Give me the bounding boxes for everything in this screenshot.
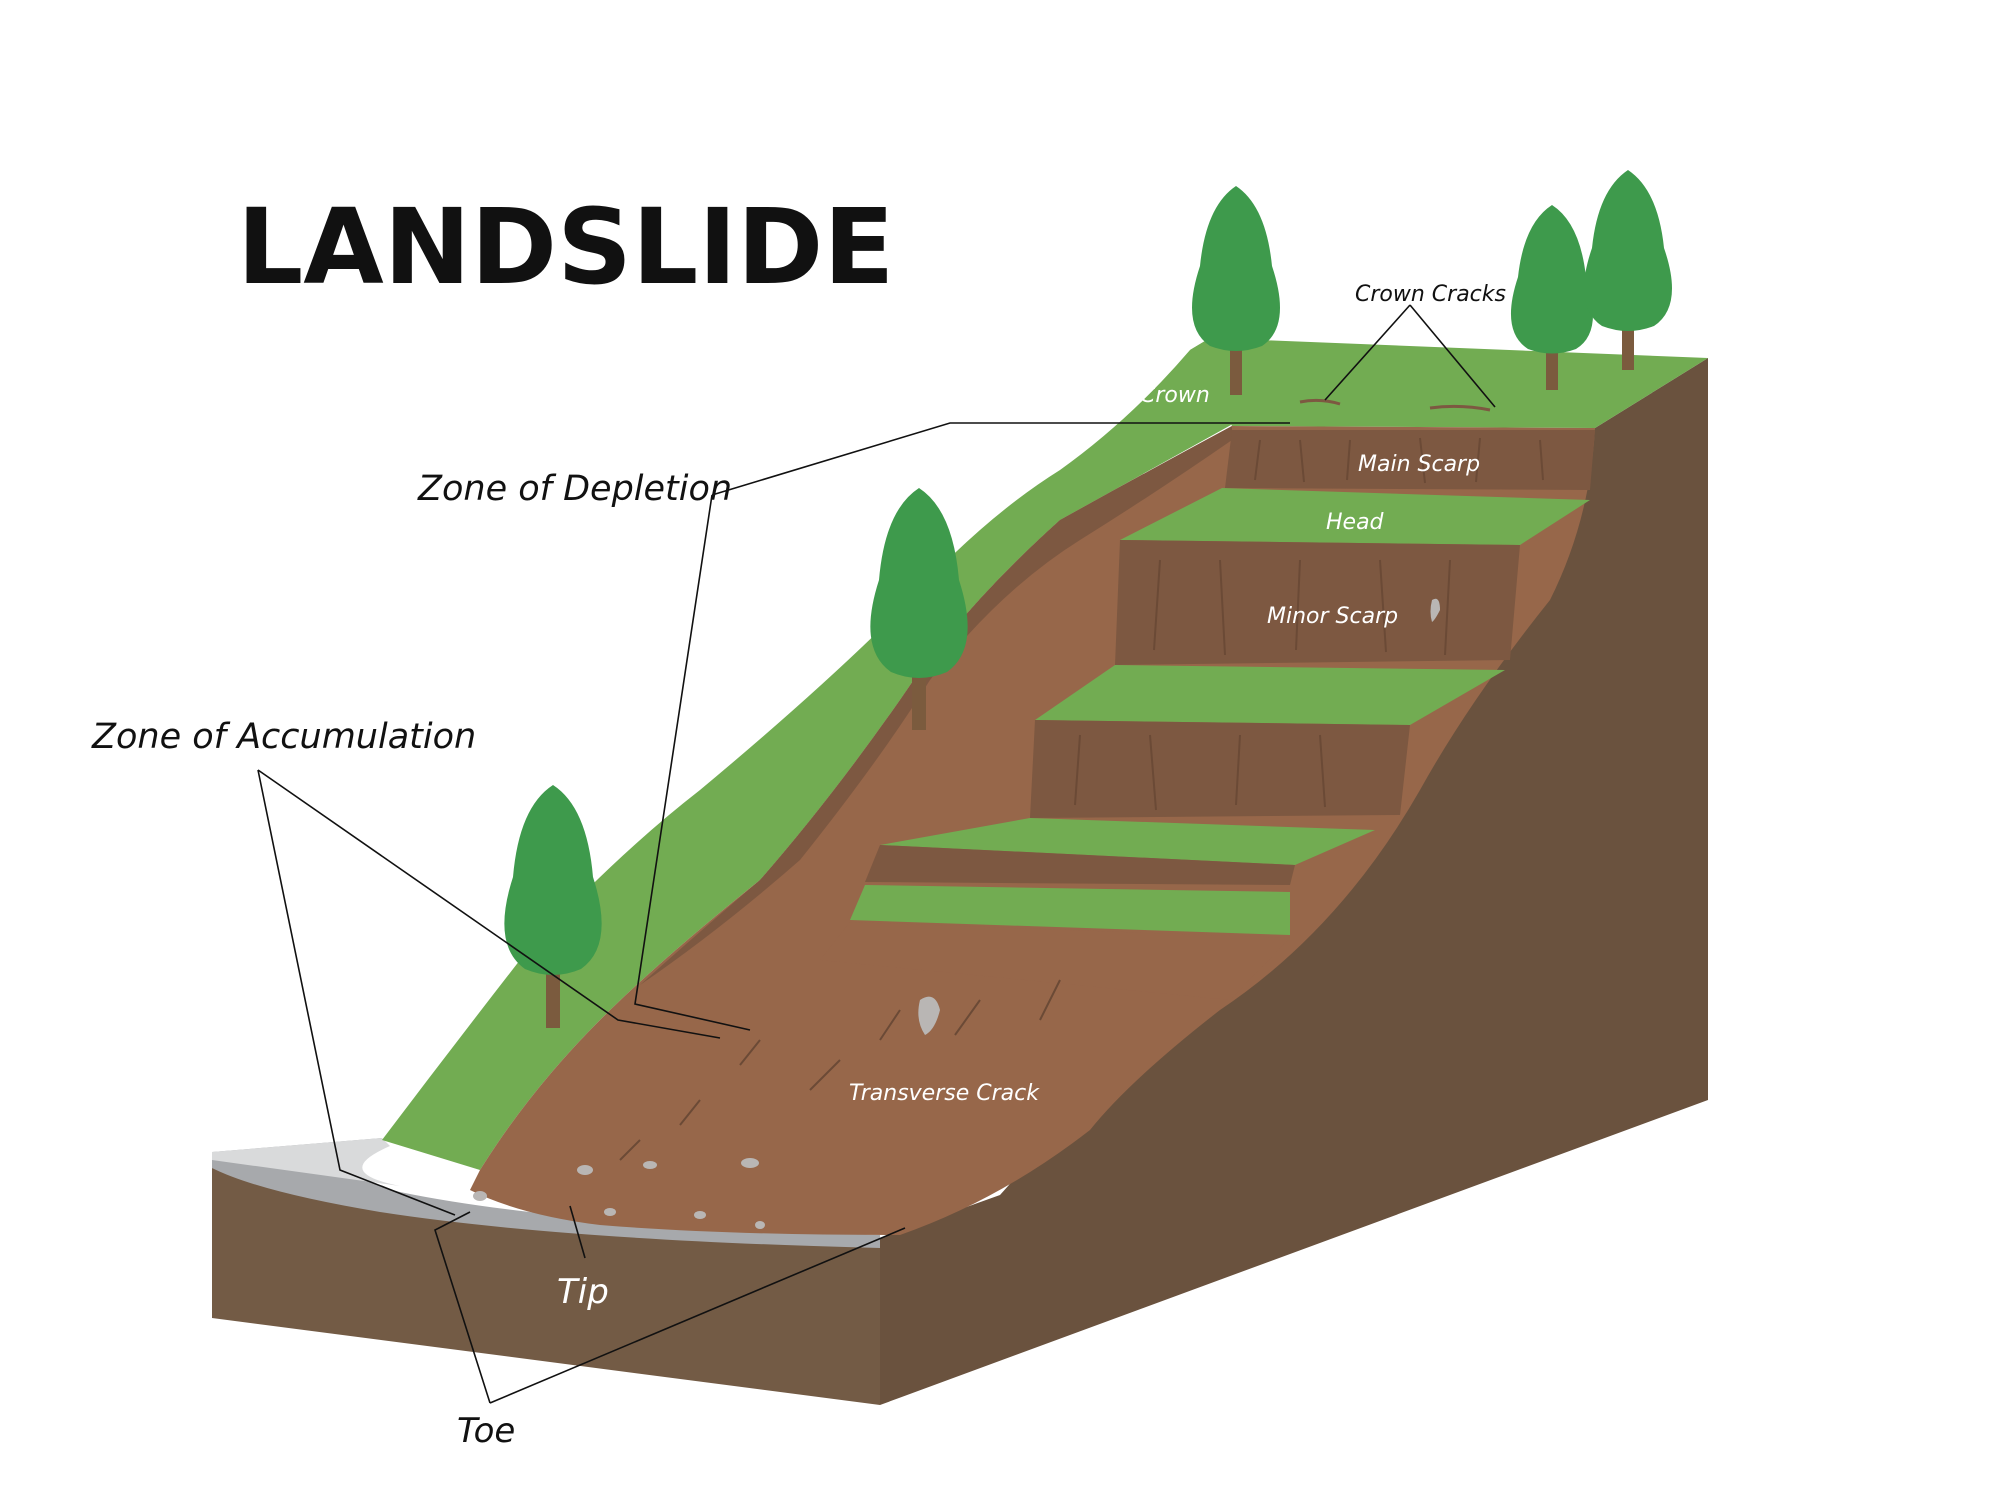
label-tip: Tip — [557, 1272, 609, 1312]
scarp-face-2 — [1030, 720, 1410, 818]
earth-band-lower — [820, 922, 1290, 1000]
label-crown: Crown — [1140, 383, 1210, 408]
label-minor-scarp: Minor Scarp — [1267, 604, 1398, 629]
label-crown-cracks: Crown Cracks — [1355, 282, 1506, 307]
terrace-4 — [850, 885, 1290, 935]
terrace-2 — [1035, 665, 1505, 725]
leader-lines — [257, 304, 1496, 1404]
label-head: Head — [1326, 510, 1385, 535]
hillside-grass — [382, 338, 1240, 1170]
crown-crack-marks — [1299, 398, 1491, 412]
tree — [1584, 170, 1672, 370]
label-main-scarp: Main Scarp — [1358, 452, 1480, 477]
head-terrace — [1120, 488, 1590, 545]
tree — [1192, 186, 1280, 395]
minor-scarp-face — [1115, 540, 1520, 665]
main-scarp-face — [1225, 430, 1595, 490]
terrace-3 — [880, 818, 1375, 865]
road-edge — [212, 1138, 400, 1186]
label-toe: Toe — [457, 1411, 515, 1451]
label-zone-of-depletion: Zone of Depletion — [417, 469, 732, 509]
scarp-face-3 — [865, 845, 1295, 885]
tree — [1510, 205, 1594, 390]
rocks — [473, 598, 1440, 1229]
label-transverse-crack: Transverse Crack — [849, 1081, 1040, 1106]
page-title: LANDSLIDE — [237, 186, 894, 308]
tree — [870, 488, 968, 730]
crown-plateau — [1190, 338, 1708, 428]
label-zone-of-accumulation: Zone of Accumulation — [91, 717, 476, 757]
crack-lines — [619, 437, 1544, 1161]
base-front-face — [212, 1168, 880, 1405]
